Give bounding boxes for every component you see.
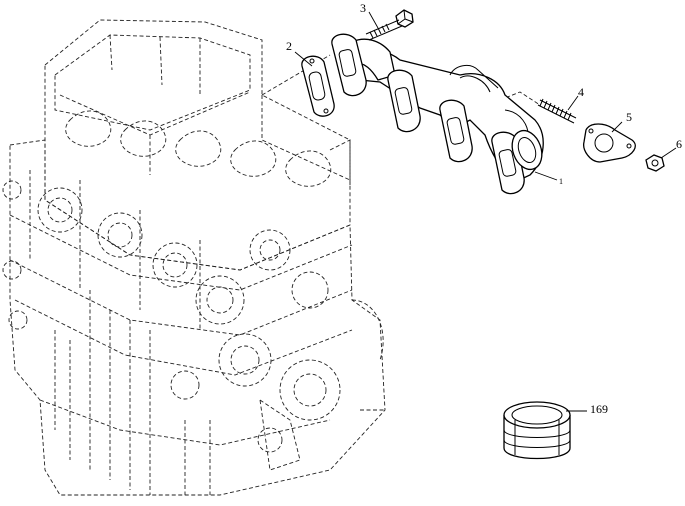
callout-label-3: 3 [360, 1, 366, 15]
callout-label-2: 2 [286, 39, 292, 53]
manifold-gasket [301, 55, 335, 117]
callout-label-1: 1 [559, 177, 563, 186]
engine-block-phantom [2, 19, 541, 496]
exhaust-manifold [331, 33, 544, 195]
callout-label-6: 6 [676, 137, 682, 151]
hex-bolt [365, 9, 414, 41]
hex-nut [645, 154, 665, 172]
callout-label-5: 5 [626, 110, 632, 124]
triangular-flange-plate [583, 123, 636, 163]
callout-label-169: 169 [590, 402, 608, 416]
callout-label-4: 4 [578, 85, 584, 99]
leader-lines [294, 11, 677, 412]
threaded-stud [537, 98, 577, 124]
sleeve-ring [503, 401, 571, 460]
